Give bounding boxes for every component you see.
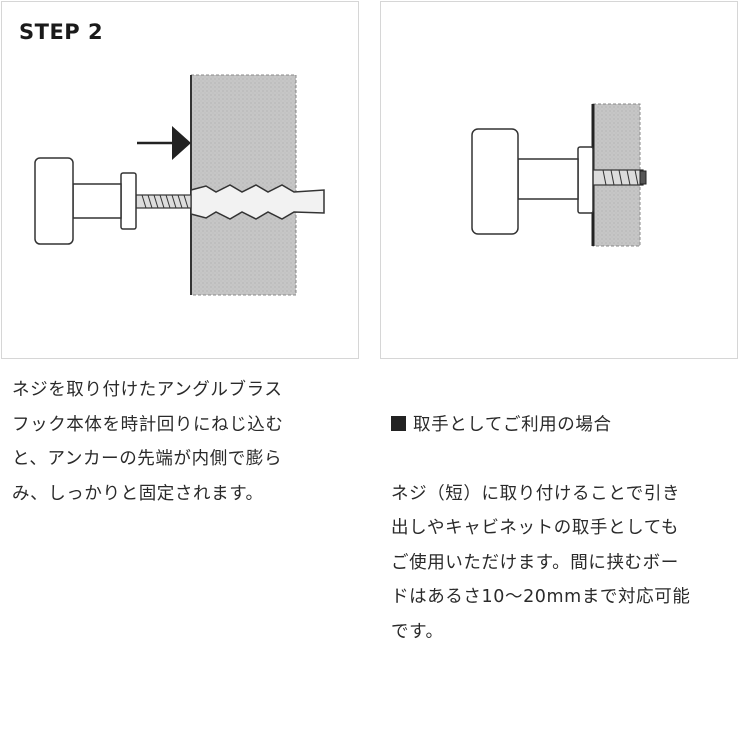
nut [639,170,647,185]
handle-usage-heading-text: 取手としてご利用の場合 [413,414,612,435]
handle-usage-section: 取手としてご利用の場合 ネジ（短）に取り付けることで引き 出しやキャビネットの取… [391,373,736,649]
square-bullet-icon [391,415,406,431]
handle-mount-diagram [471,103,647,247]
anchor-install-diagram [34,74,325,296]
direction-arrow-head [172,126,191,160]
handle-usage-description: ネジ（短）に取り付けることで引き 出しやキャビネットの取手としても ご使用いただ… [391,483,691,642]
hook-washer [120,172,137,230]
handle-washer [577,146,594,214]
handle-usage-illustration-panel [380,1,738,359]
anchor-sleeve [190,184,325,220]
handle-usage-heading: 取手としてご利用の場合 [391,408,736,443]
handle-knob [471,128,519,235]
step-label: STEP 2 [19,20,104,44]
handle-neck [517,158,579,200]
hook-neck [72,183,122,219]
wall [190,74,297,296]
step2-illustration-panel: STEP 2 [1,1,359,359]
step2-description: ネジを取り付けたアングルブラス フック本体を時計回りにねじ込む と、アンカーの先… [12,380,284,504]
hook-knob [34,157,74,245]
